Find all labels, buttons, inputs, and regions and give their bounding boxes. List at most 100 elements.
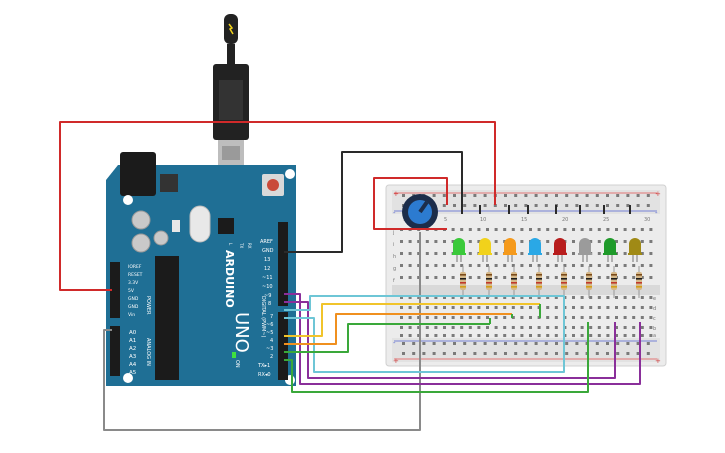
breadboard-hole	[443, 252, 446, 255]
rail-hole	[524, 342, 528, 345]
breadboard-hole	[546, 276, 550, 279]
breadboard-hole	[640, 276, 644, 279]
pin-label: Vin	[128, 312, 135, 318]
breadboard-hole	[443, 296, 446, 299]
rail-hole	[585, 204, 589, 207]
breadboard-hole	[537, 326, 541, 329]
resistor-body	[586, 272, 592, 290]
breadboard-hole	[615, 264, 618, 267]
breadboard-hole	[580, 326, 584, 329]
rail-hole	[636, 194, 640, 197]
rail-hole	[453, 204, 456, 207]
breadboard-hole	[520, 326, 524, 329]
rail-hole	[534, 342, 538, 345]
breadboard-hole	[580, 264, 584, 267]
pin-label: GND	[128, 296, 139, 302]
resistor-band	[561, 286, 567, 288]
row-letter: d	[653, 306, 656, 312]
resistor-band	[611, 282, 617, 284]
led-rim	[578, 253, 592, 255]
rail-hole	[534, 352, 538, 355]
rail-hole	[442, 352, 446, 355]
potentiometer[interactable]	[402, 194, 438, 230]
breadboard-hole	[494, 306, 498, 309]
resistor-band	[536, 282, 542, 284]
breadboard-hole	[589, 264, 593, 267]
breadboard-hole	[400, 334, 403, 337]
rail-hole	[422, 352, 426, 355]
rail-hole	[473, 352, 477, 355]
breadboard-hole	[434, 240, 438, 243]
breadboard-hole	[417, 252, 421, 255]
breadboard-hole	[408, 306, 412, 309]
breadboard-hole	[554, 306, 558, 309]
breadboard-hole	[572, 306, 575, 309]
power-header	[110, 262, 120, 318]
rail-hole	[412, 342, 416, 345]
breadboard-hole	[529, 326, 532, 329]
wires[interactable]	[59, 121, 641, 431]
led-orange	[504, 238, 516, 254]
pin-label: 7	[270, 314, 273, 320]
breadboard-hole	[520, 316, 524, 319]
wire-gray-a0	[103, 232, 421, 431]
breadboard-hole	[503, 316, 507, 319]
pin-label: GND	[262, 248, 274, 254]
breadboard-hole	[606, 316, 610, 319]
resistor-band	[561, 274, 567, 276]
rail-hole	[483, 352, 487, 355]
breadboard-hole	[546, 264, 550, 267]
on-label: ON	[234, 360, 240, 368]
rail-plus-label: +	[393, 190, 399, 198]
rail-hole	[483, 204, 487, 207]
breadboard-hole	[649, 228, 653, 231]
breadboard-hole	[546, 228, 550, 231]
rail-hole	[493, 342, 497, 345]
breadboard-hole	[580, 228, 584, 231]
resistor-band	[486, 286, 492, 288]
breadboard-hole	[443, 306, 446, 309]
breadboard-hole	[408, 264, 412, 267]
column-number: 15	[521, 217, 527, 223]
usb-cable-icon[interactable]	[213, 14, 249, 166]
rail-hole	[473, 204, 477, 207]
led-blue	[529, 238, 541, 254]
breadboard-hole	[649, 296, 653, 299]
breadboard-hole	[597, 252, 601, 255]
rail-minus-label: -	[655, 209, 658, 217]
row-letter: g	[393, 266, 396, 272]
breadboard-hole	[623, 252, 627, 255]
breadboard-hole	[408, 252, 412, 255]
wire-black-rail	[461, 205, 631, 214]
breadboard-hole	[649, 326, 653, 329]
resistor-band	[536, 286, 542, 288]
breadboard-hole	[580, 306, 584, 309]
pin-label: A5	[129, 370, 137, 376]
rail-hole	[575, 352, 579, 355]
breadboard-hole	[649, 334, 653, 337]
breadboard-hole	[520, 306, 524, 309]
breadboard-hole	[443, 276, 446, 279]
breadboard-hole	[425, 326, 429, 329]
breadboard-hole	[425, 334, 429, 337]
breadboard-hole	[460, 316, 464, 319]
breadboard-hole	[640, 228, 644, 231]
breadboard-hole	[632, 326, 636, 329]
breadboard-hole	[400, 316, 403, 319]
breadboard-hole	[494, 264, 498, 267]
rail-hole	[453, 352, 456, 355]
resistor-band	[636, 286, 642, 288]
rail-hole	[595, 204, 599, 207]
arduino-uno-board[interactable]: ARDUINO UNO POWER ANALOG IN DIGITAL (PWM…	[106, 152, 296, 386]
breadboard-hole	[597, 240, 601, 243]
led-rim	[478, 253, 492, 255]
rail-hole	[483, 194, 487, 197]
breadboard-hole	[520, 252, 524, 255]
pin-label: A1	[129, 338, 136, 344]
breadboard-hole	[503, 296, 507, 299]
breadboard-hole	[477, 296, 481, 299]
rail-hole	[402, 342, 405, 345]
breadboard-hole	[486, 334, 489, 337]
rail-hole	[595, 342, 599, 345]
